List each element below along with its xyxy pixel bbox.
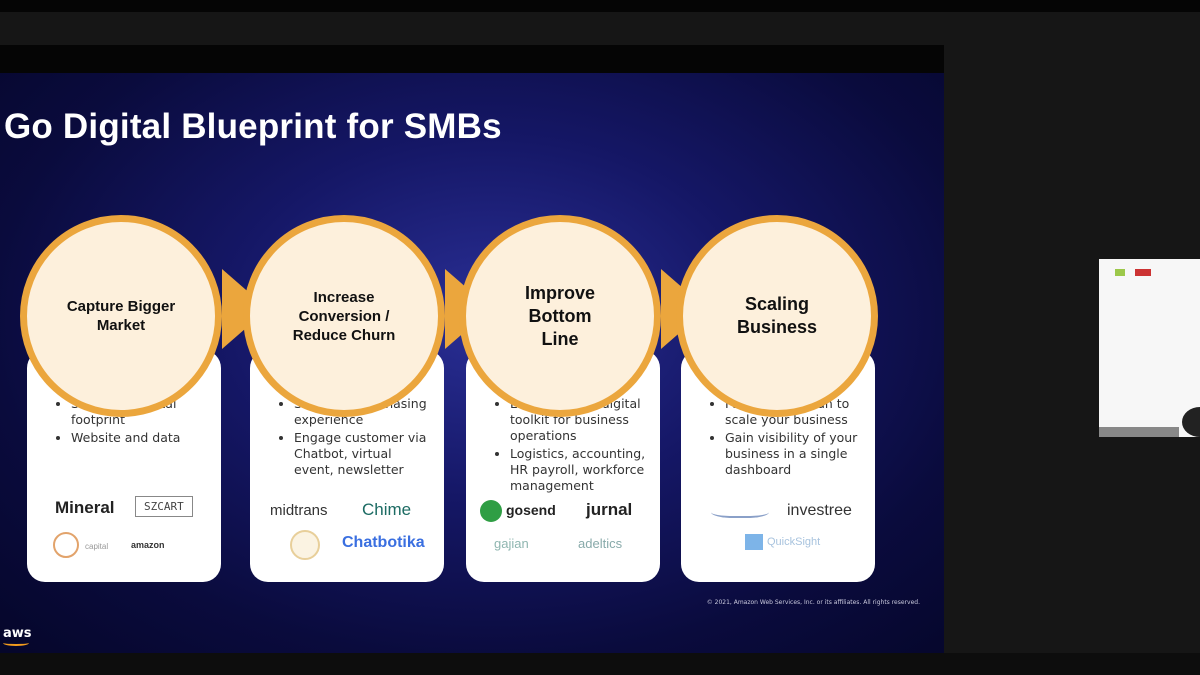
partner-swoosh-icon [711,504,769,518]
quicksight-logo: QuickSight [767,536,821,548]
stage-4-circle: Scaling Business [676,215,878,417]
thumbnail-logo-icon [1135,269,1151,276]
aws-logo: aws [3,626,32,641]
adeltics-logo: adeltics [578,536,623,551]
midtrans-logo: midtrans [270,502,328,519]
bottom-bar [0,653,1200,675]
stage-1-circle: Capture Bigger Market [20,215,222,417]
stage-1-title: Capture Bigger Market [66,298,176,334]
stage-4-title: Scaling Business [736,294,818,337]
szcart-logo: SZCART [135,496,193,517]
slide-top-strip [0,45,944,73]
stage-3-circle: Improve Bottom Line [459,215,661,417]
stage-1-bullet: Website and data [71,430,209,446]
jurnal-logo: jurnal [586,500,633,519]
thumbnail-bar [1099,427,1179,437]
capital-logo: capital [85,542,109,551]
top-bar [0,0,1200,12]
participant-avatar [1182,407,1200,437]
badge-emblem-icon [290,530,320,560]
stage-2-title: Increase Conversion / Reduce Churn [292,288,396,344]
stage-3-title: Improve Bottom Line [524,282,596,349]
capital-emblem-icon [53,532,79,558]
aws-smile-icon [3,640,29,646]
stage-3-logos: gosend jurnal gajian adeltics [466,492,660,572]
gosend-emblem-icon [480,500,502,522]
stage-4-logos: investree QuickSight [681,492,875,572]
copyright-text: © 2021, Amazon Web Services, Inc. or its… [706,599,920,606]
investree-logo: investree [787,502,852,519]
stage-2-circle: Increase Conversion / Reduce Churn [243,215,445,417]
stage-3-bullet: Logistics, accounting, HR payroll, workf… [510,446,648,494]
presentation-slide: Go Digital Blueprint for SMBs Start your… [0,45,944,653]
thumbnail-logo-icon [1115,269,1125,276]
slide-title: Go Digital Blueprint for SMBs [4,107,502,146]
stage-4-bullet: Gain visibility of your business in a si… [725,430,863,478]
quicksight-icon [745,534,763,550]
mineral-logo: Mineral [55,498,115,517]
gajian-logo: gajian [494,536,529,551]
stage-2-logos: midtrans Chime Chatbotika [250,492,444,572]
chime-logo: Chime [362,500,412,519]
amazon-logo: amazon [131,540,165,550]
gosend-logo: gosend [506,502,556,518]
chatbotika-logo: Chatbotika [342,534,425,551]
blueprint-flow: Start your digital footprint Website and… [0,45,944,653]
stage-1-logos: Mineral SZCART capital amazon [27,492,221,572]
stage-2-bullet: Engage customer via Chatbot, virtual eve… [294,430,432,478]
participant-video-thumbnail[interactable] [1099,259,1200,437]
